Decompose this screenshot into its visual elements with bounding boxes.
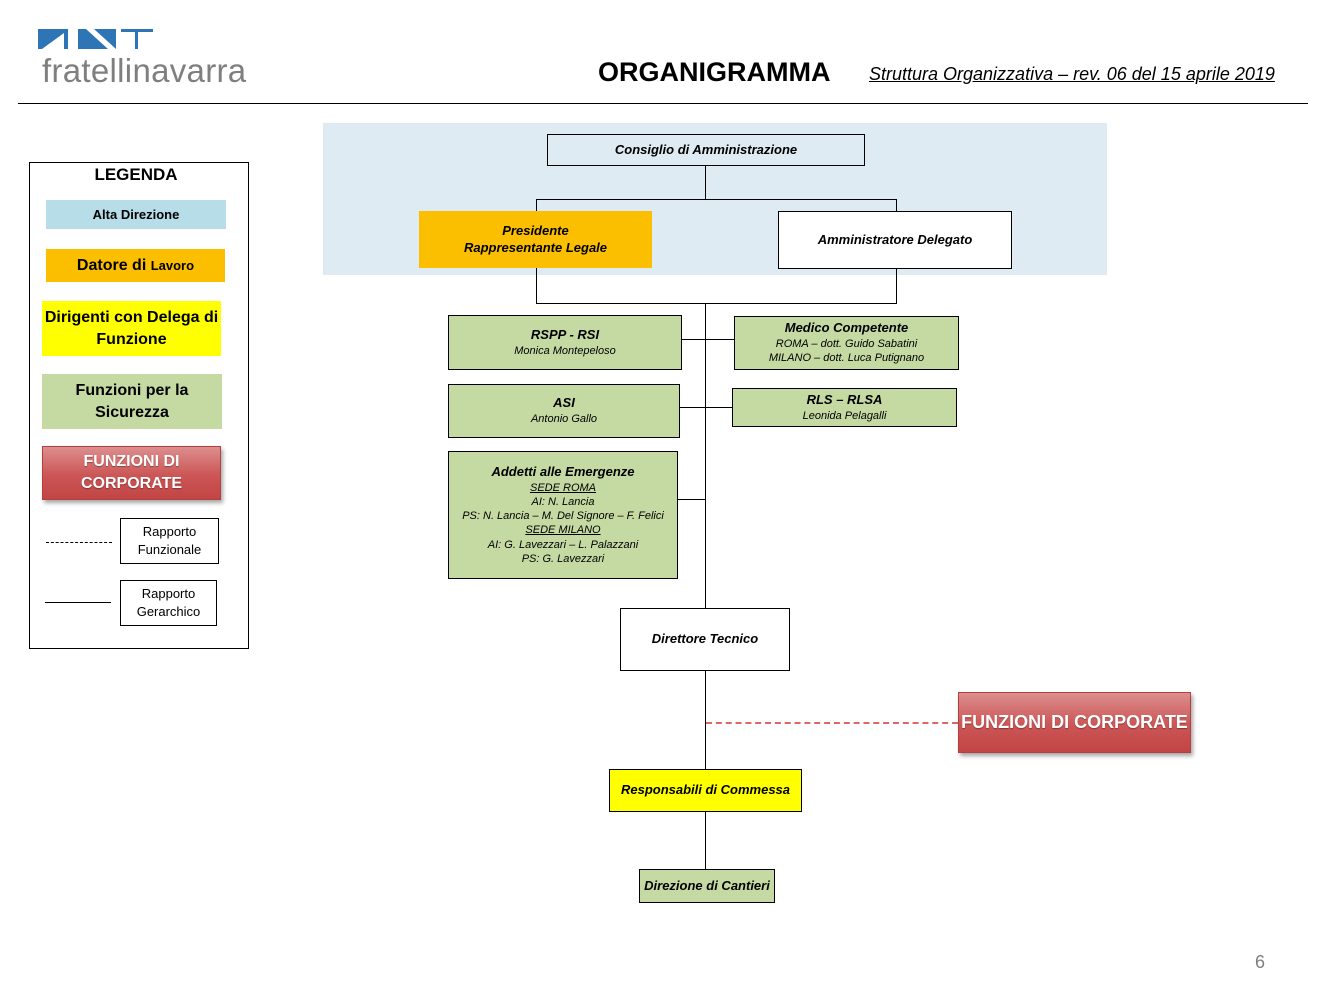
legend-dashed-line [46, 542, 112, 543]
connector-corporate-dashed [706, 722, 958, 724]
box-funzioni-corporate: FUNZIONI DI CORPORATE [958, 692, 1191, 753]
connector-ceo-down [896, 268, 897, 304]
box-rls-rlsa: RLS – RLSA Leonida Pelagalli [732, 388, 957, 427]
connector-ceo-up [896, 199, 897, 212]
logo-mark-4 [135, 29, 138, 49]
box-responsabili-commessa: Responsabili di Commessa [609, 769, 802, 812]
legend-funzioni-sicurezza: Funzioni per la Sicurezza [42, 374, 222, 429]
connector-board-down [705, 165, 706, 200]
logo-text: fratellinavarra [42, 52, 247, 89]
box-direttore-tecnico: Direttore Tecnico [620, 608, 790, 671]
connector-president-down [536, 267, 537, 304]
logo-mark-cut-1 [42, 33, 64, 49]
company-logo [38, 29, 153, 49]
connector-bottom-horizontal [536, 303, 897, 304]
legend-solid-line [45, 602, 111, 603]
page-title: ORGANIGRAMMA [598, 57, 831, 87]
box-direzione-cantieri: Direzione di Cantieri [639, 869, 775, 903]
legend-funzioni-corporate: FUNZIONI DI CORPORATE [42, 446, 221, 500]
box-consiglio: Consiglio di Amministrazione [547, 134, 865, 166]
connector-commessa-down [705, 811, 706, 870]
connector-emergenze [677, 499, 706, 500]
connector-asi [679, 407, 733, 408]
legend-dirigenti: Dirigenti con Delega di Funzione [42, 301, 221, 356]
legend-title: LEGENDA [94, 165, 178, 184]
box-asi: ASI Antonio Gallo [448, 384, 680, 438]
box-amministratore-delegato: Amministratore Delegato [778, 211, 1012, 269]
legend-rapporto-gerarchico: Rapporto Gerarchico [120, 580, 217, 626]
legend-alta-direzione: Alta Direzione [46, 200, 226, 229]
legend-rapporto-funzionale: Rapporto Funzionale [120, 518, 219, 564]
box-medico-competente: Medico Competente ROMA – dott. Guido Sab… [734, 316, 959, 370]
box-rspp: RSPP - RSI Monica Montepeloso [448, 315, 682, 370]
connector-president-up [536, 199, 537, 212]
connector-tech-down [705, 670, 706, 770]
box-addetti-emergenze: Addetti alle Emergenze SEDE ROMA AI: N. … [448, 451, 678, 579]
logo-mark-cut-2 [86, 29, 116, 49]
connector-rspp [681, 339, 735, 340]
connector-main-trunk [705, 303, 706, 609]
connector-top-horizontal [536, 199, 897, 200]
page-number: 6 [1255, 952, 1266, 972]
header-divider [18, 103, 1308, 104]
box-presidente: Presidente Rappresentante Legale [419, 211, 652, 268]
page-subtitle: Struttura Organizzativa – rev. 06 del 15… [869, 64, 1275, 84]
legend-datore-di-lavoro: Datore di Lavoro [46, 249, 225, 282]
